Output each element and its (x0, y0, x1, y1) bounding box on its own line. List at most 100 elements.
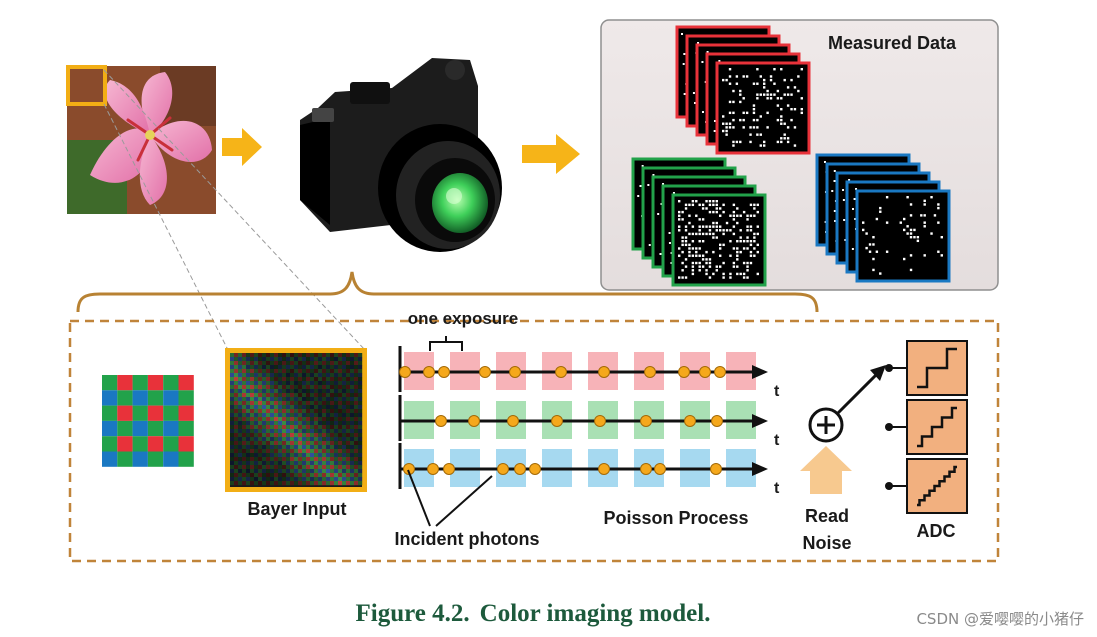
bayer-cell (163, 420, 179, 437)
camera-icon (300, 58, 502, 252)
bayer-cell (163, 405, 179, 421)
watermark: CSDN @爱嘤嘤的小猪仔 (916, 610, 1084, 628)
incident-photons-label: Incident photons (395, 529, 540, 549)
bayer-cell (163, 375, 179, 391)
photon-dot (654, 463, 666, 475)
one-exposure-label: one exposure (408, 309, 519, 328)
poisson-process-label: Poisson Process (603, 508, 748, 528)
bayer-cell (132, 420, 148, 437)
figure-caption-text: Color imaging model. (480, 600, 711, 627)
exposure-bracket (429, 336, 463, 351)
bayer-cell (102, 436, 118, 452)
read-noise-label-line1: Read (805, 506, 849, 526)
zoom-region-marker (66, 65, 107, 106)
photon-dot (555, 366, 567, 378)
photon-dot (710, 463, 722, 475)
photon-dot (423, 366, 435, 378)
measurement-frame (671, 193, 767, 287)
photon-dot (598, 463, 610, 475)
measured-data-label: Measured Data (828, 33, 957, 53)
time-axis-label: t (774, 432, 780, 449)
measurement-frame (715, 61, 811, 155)
bayer-cell (117, 420, 133, 437)
photon-dot (427, 463, 439, 475)
figure-caption: Figure 4.2. Color imaging model. (356, 600, 711, 627)
bayer-cell (178, 375, 194, 391)
bayer-cell (117, 375, 133, 391)
adc-quantizer (885, 458, 968, 514)
bayer-cell (117, 436, 133, 452)
staircase-icon (917, 465, 957, 507)
measured-data-panel: Measured Data (600, 19, 999, 291)
bayer-cell (117, 390, 133, 406)
photon-dot (443, 463, 455, 475)
bayer-cell (102, 375, 118, 391)
photon-dot (507, 415, 519, 427)
bayer-cell (147, 405, 164, 421)
timeline-row: t (398, 395, 780, 449)
photon-dot (399, 366, 411, 378)
adc-quantizer (885, 399, 968, 455)
bayer-input-image: Bayer Input (225, 348, 367, 519)
bayer-cell (163, 436, 179, 452)
bayer-cell (132, 405, 148, 421)
bayer-cell (132, 390, 148, 406)
figure-caption-prefix: Figure 4.2. (356, 600, 470, 627)
photon-dot (714, 366, 726, 378)
photon-dot (594, 415, 606, 427)
photon-dot (435, 415, 447, 427)
green-measurement-stack (631, 157, 767, 287)
adc-block (885, 340, 968, 514)
photon-dot (509, 366, 521, 378)
timeline-row: t (398, 443, 780, 497)
bayer-cell (117, 451, 133, 467)
bayer-cell (147, 390, 164, 406)
bayer-cell (178, 451, 194, 467)
photon-dot (711, 415, 723, 427)
photon-dot (514, 463, 526, 475)
staircase-icon (917, 406, 957, 448)
bayer-cell (147, 420, 164, 437)
photon-dot (468, 415, 480, 427)
photon-dot (479, 366, 491, 378)
bayer-cell (147, 436, 164, 452)
imaging-pipeline-frame (68, 319, 1000, 563)
staircase-icon (917, 347, 957, 389)
bayer-cell (178, 420, 194, 437)
blue-measurement-stack (815, 153, 951, 283)
photon-dot (678, 366, 690, 378)
bayer-cell (163, 451, 179, 467)
photon-dot (438, 366, 450, 378)
photon-dot (551, 415, 563, 427)
photon-dot (497, 463, 509, 475)
switch-arrow (836, 365, 886, 415)
bayer-cell (132, 375, 148, 391)
photon-dot (640, 463, 652, 475)
photon-dot (598, 366, 610, 378)
timeline-row: t (398, 346, 780, 400)
adc-label: ADC (917, 521, 956, 541)
photon-dot (529, 463, 541, 475)
bayer-cell (163, 390, 179, 406)
photon-dot (640, 415, 652, 427)
bayer-cell (102, 390, 118, 406)
bayer-cell (132, 436, 148, 452)
adc-quantizer (885, 340, 968, 396)
arrow-right-icon (522, 134, 580, 174)
photon-dot (644, 366, 656, 378)
bayer-cell (147, 451, 164, 467)
zoom-guide-lines (103, 69, 366, 351)
bayer-cell (102, 451, 118, 467)
measurement-frame (855, 189, 951, 283)
bayer-pattern-icon (102, 375, 194, 467)
bayer-cell (102, 405, 118, 421)
arrow-up-icon (800, 446, 852, 494)
bayer-cell (132, 451, 148, 467)
read-noise-label-line2: Noise (802, 533, 851, 553)
bayer-cell (117, 405, 133, 421)
time-axis-label: t (774, 480, 780, 497)
photon-dot (699, 366, 711, 378)
bayer-input-label: Bayer Input (247, 499, 346, 519)
arrow-right-icon (222, 128, 262, 166)
